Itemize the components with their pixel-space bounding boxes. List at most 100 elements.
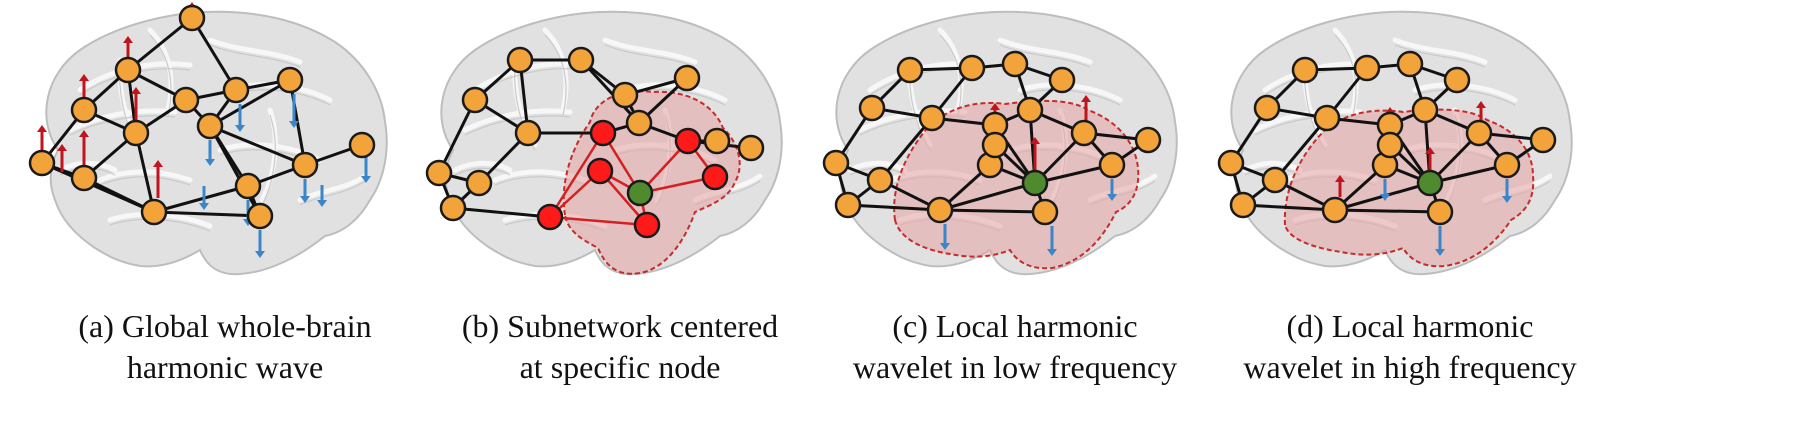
network-edge: [153, 210, 261, 218]
brain-fold-shadow: [1334, 34, 1357, 116]
arrow-down: [300, 179, 310, 203]
brain-fold-shadow: [209, 44, 301, 68]
arrow-down: [255, 230, 265, 258]
brain-fold-shadow: [261, 114, 276, 206]
network-node: [1376, 131, 1404, 159]
network-node: [1529, 126, 1557, 154]
arrow-head: [235, 125, 245, 132]
panel-d-caption: (d) Local harmonic wavelet in high frequ…: [1185, 306, 1635, 388]
network-node: [234, 172, 262, 200]
network-edge: [847, 203, 941, 212]
arrow-down: [940, 224, 950, 250]
network-node: [178, 4, 206, 32]
subnetwork-node: [633, 211, 661, 239]
network-node: [896, 56, 924, 84]
network-node: [625, 109, 653, 137]
brain-fold: [207, 37, 303, 65]
network-node: [703, 127, 731, 155]
network-node: [222, 76, 250, 104]
arrow-head: [317, 200, 327, 207]
arrow-down: [1047, 226, 1057, 256]
arrow-up: [131, 87, 141, 121]
panel-d-graphic: [1217, 10, 1573, 276]
arrow-head: [361, 176, 371, 183]
subnetwork-edge: [549, 215, 648, 227]
brain-fold: [847, 160, 908, 173]
network-node: [611, 81, 639, 109]
network-node: [1426, 198, 1454, 226]
caption-line: wavelet in high frequency: [1243, 349, 1577, 385]
network-node: [461, 86, 489, 114]
network-node: [122, 119, 150, 147]
network-edge: [939, 181, 1036, 212]
panel-d: (d) Local harmonic wavelet in high frequ…: [1185, 0, 1635, 440]
arrow-head: [1476, 101, 1486, 108]
network-node: [866, 166, 894, 194]
arrow-down: [235, 104, 245, 132]
network-node: [348, 131, 376, 159]
arrow-head: [205, 159, 215, 166]
subnetwork-node: [674, 127, 702, 155]
network-node: [1031, 198, 1059, 226]
network-edge: [190, 17, 238, 91]
network-node: [1291, 56, 1319, 84]
arrow-head: [1502, 196, 1512, 203]
network-node: [1411, 96, 1439, 124]
brain-fold-shadow: [1414, 89, 1516, 106]
arrow-down: [1435, 226, 1445, 256]
brain-outline: [45, 10, 388, 276]
arrow-head: [153, 160, 163, 167]
network-node: [465, 169, 493, 197]
arrow-head: [1380, 194, 1390, 201]
network-node: [737, 134, 765, 162]
arrow-up: [1335, 175, 1345, 197]
subnetwork-node: [589, 119, 617, 147]
network-node: [981, 131, 1009, 159]
network-edge: [1242, 203, 1336, 212]
network-node: [70, 96, 98, 124]
arrow-up: [123, 36, 133, 58]
network-edge: [437, 99, 477, 174]
brain-fold-shadow: [939, 34, 962, 116]
arrow-up: [1030, 137, 1040, 171]
network-node: [1321, 196, 1349, 224]
arrow-head: [289, 121, 299, 128]
network-node: [1353, 54, 1381, 82]
arrow-head: [37, 125, 47, 132]
network-edge: [209, 124, 306, 167]
network-node: [506, 46, 534, 74]
brain-fold: [462, 108, 573, 133]
network-node: [291, 151, 319, 179]
panel-c: (c) Local harmonic wavelet in low freque…: [790, 0, 1240, 440]
arrow-head: [1047, 249, 1057, 256]
network-node: [514, 119, 542, 147]
network-edge: [209, 78, 291, 128]
brain-fold: [57, 160, 118, 173]
brain-fold-shadow: [1254, 115, 1361, 136]
network-node: [834, 191, 862, 219]
network-node: [70, 164, 98, 192]
network-node: [1070, 119, 1098, 147]
network-node: [567, 46, 595, 74]
network-node: [1313, 104, 1341, 132]
arrow-head: [131, 87, 141, 94]
brain-fold: [147, 27, 174, 113]
arrow-head: [990, 103, 1000, 110]
network-edge: [134, 132, 156, 213]
arrow-head: [1081, 95, 1091, 102]
network-node: [926, 196, 954, 224]
arrow-head: [1107, 194, 1117, 201]
network-edge: [452, 206, 551, 219]
brain-fold-shadow: [1394, 44, 1486, 68]
network-node: [1261, 166, 1289, 194]
brain-fold-shadow: [1019, 89, 1121, 106]
network-edge: [127, 16, 193, 72]
network-edge: [878, 117, 934, 181]
arrow-up: [1081, 95, 1091, 123]
arrow-down: [289, 94, 299, 128]
brain-fold: [1242, 160, 1303, 173]
brain-fold: [997, 37, 1093, 65]
arrow-head: [300, 196, 310, 203]
center-node: [1021, 169, 1049, 197]
